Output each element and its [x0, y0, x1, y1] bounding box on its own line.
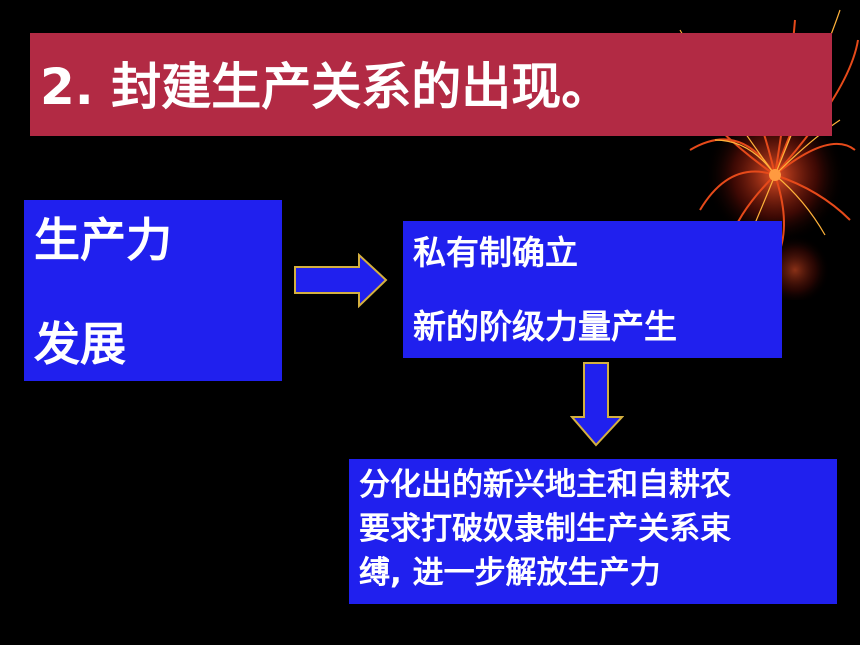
new-landlord-box: 分化出的新兴地主和自耕农 要求打破奴隶制生产关系束 缚, 进一步解放生产力 — [349, 459, 837, 604]
box1-line1: 生产力 — [34, 213, 172, 267]
slide-title: 2. 封建生产关系的出现。 — [40, 58, 612, 116]
productivity-box: 生产力 发展 — [24, 200, 282, 381]
box3-line1: 分化出的新兴地主和自耕农 — [359, 467, 731, 503]
arrow-down-icon — [570, 362, 624, 447]
box3-line3: 缚, 进一步解放生产力 — [359, 555, 661, 591]
box3-line2: 要求打破奴隶制生产关系束 — [359, 511, 731, 547]
box2-line1: 私有制确立 — [413, 233, 578, 272]
box1-line2: 发展 — [34, 317, 126, 371]
private-ownership-box: 私有制确立 新的阶级力量产生 — [403, 221, 782, 358]
box2-line2: 新的阶级力量产生 — [413, 307, 677, 346]
title-bar — [30, 33, 832, 136]
arrow-right-icon — [294, 253, 388, 308]
